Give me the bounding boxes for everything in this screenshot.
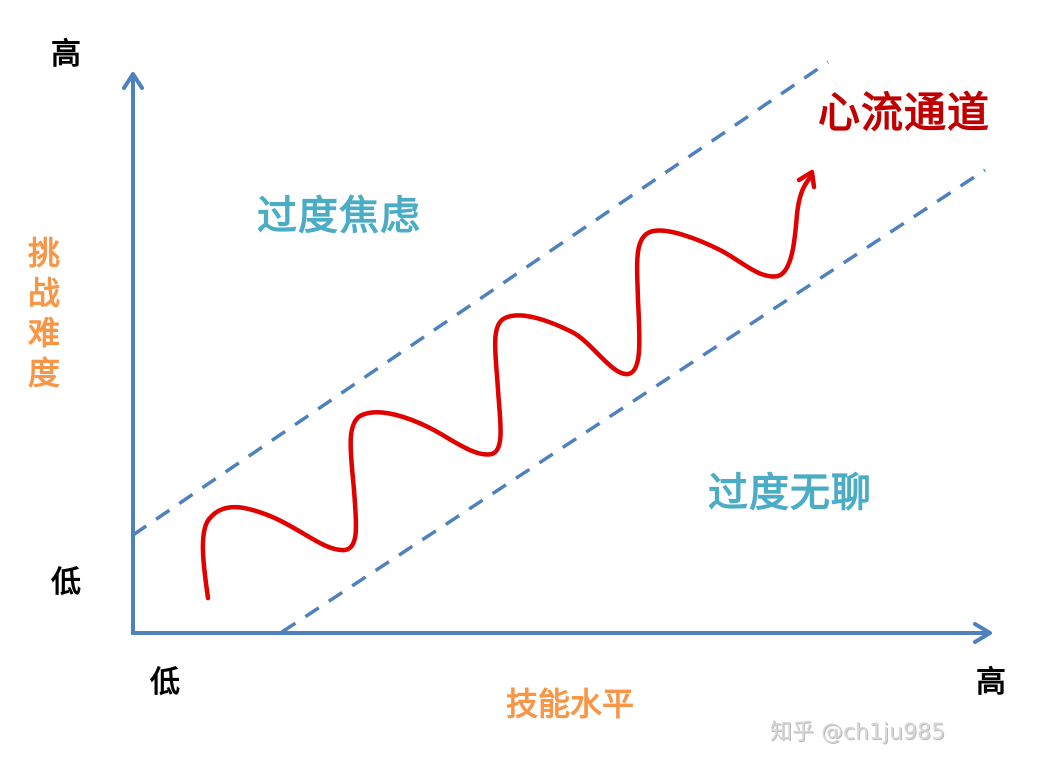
flow-channel-lower-boundary (281, 168, 986, 634)
y-axis-title-char: 挑 (28, 234, 61, 272)
boredom-region-label: 过度无聊 (708, 470, 872, 516)
y-axis-title-char: 战 (28, 274, 61, 312)
y-axis-title: 挑 战 难 度 (28, 237, 60, 389)
y-axis-title-char: 难 (28, 314, 61, 352)
flow-channel-label: 心流通道 (818, 88, 991, 137)
x-axis-arrow-icon (973, 622, 992, 644)
flow-wave-path (200, 175, 813, 601)
y-axis-title-char: 度 (28, 354, 61, 392)
watermark: 知乎 @ch1ju985 (770, 720, 946, 745)
x-axis-title: 技能水平 (506, 685, 635, 723)
y-axis-high-label: 高 (51, 37, 81, 72)
flow-channel-upper-boundary (132, 60, 829, 537)
y-axis-arrow-icon (122, 72, 144, 90)
flow-wave-arrow-icon (796, 169, 817, 190)
x-axis-low-label: 低 (150, 665, 180, 700)
y-axis-low-label: 低 (51, 565, 81, 600)
x-axis-high-label: 高 (976, 665, 1006, 700)
anxiety-region-label: 过度焦虑 (257, 193, 421, 239)
